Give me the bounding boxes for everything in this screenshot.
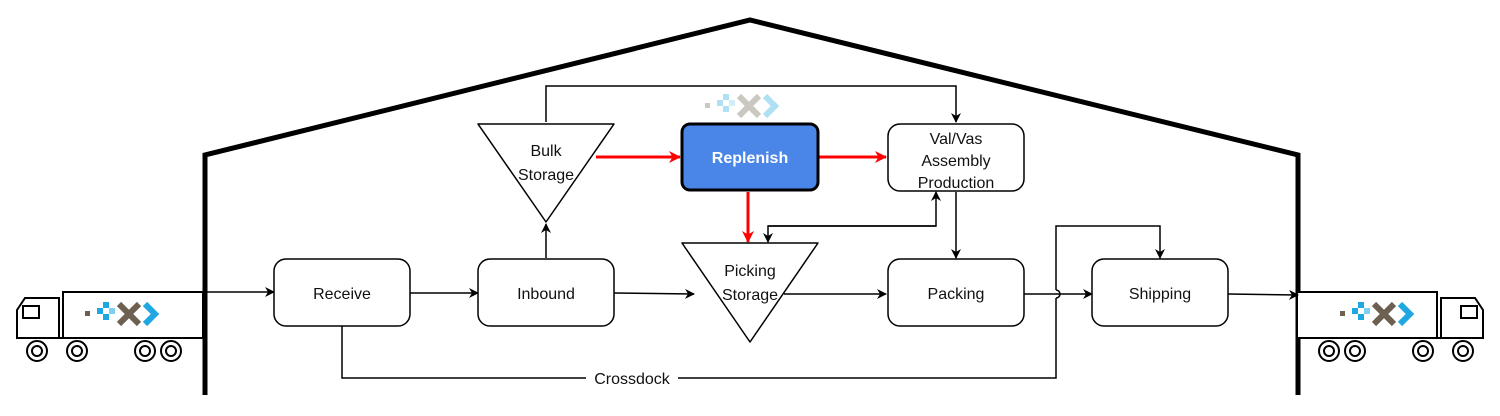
node-packing[interactable]: Packing [887, 258, 1025, 327]
node-bulk-storage-label-1: Bulk [530, 143, 562, 160]
brand-logo-icon [705, 93, 780, 119]
node-valvas-label-1: Val/Vas [930, 131, 983, 148]
node-packing-label: Packing [928, 286, 985, 303]
warehouse-building [202, 17, 1301, 395]
node-replenish-label: Replenish [712, 150, 788, 167]
replenish-arrows [596, 151, 887, 243]
node-picking-storage-label-2: Storage [722, 287, 778, 304]
truck-icon [16, 291, 204, 362]
node-inbound[interactable]: Inbound [477, 258, 615, 327]
node-valvas-label-2: Assembly [921, 153, 990, 170]
node-replenish[interactable]: Replenish [680, 122, 820, 192]
truck-icon [1296, 291, 1484, 362]
brand-logo-icon [1340, 301, 1415, 327]
node-receive-label: Receive [313, 286, 371, 303]
node-shipping[interactable]: Shipping [1091, 258, 1229, 327]
node-picking-storage[interactable]: Picking Storage [681, 242, 819, 343]
crossdock-label: Crossdock [594, 371, 671, 388]
node-valvas[interactable]: Val/Vas Assembly Production [887, 123, 1025, 192]
node-bulk-storage-label-2: Storage [518, 167, 574, 184]
crossdock-edge-label: Crossdock [586, 368, 678, 388]
node-shipping-label: Shipping [1129, 286, 1191, 303]
node-valvas-label-3: Production [918, 175, 995, 192]
node-picking-storage-label-1: Picking [724, 263, 776, 280]
brand-logo-icon [85, 301, 160, 327]
node-inbound-label: Inbound [517, 286, 575, 303]
connectors [190, 85, 1299, 379]
node-bulk-storage[interactable]: Bulk Storage [477, 123, 615, 223]
node-receive[interactable]: Receive [273, 258, 411, 327]
